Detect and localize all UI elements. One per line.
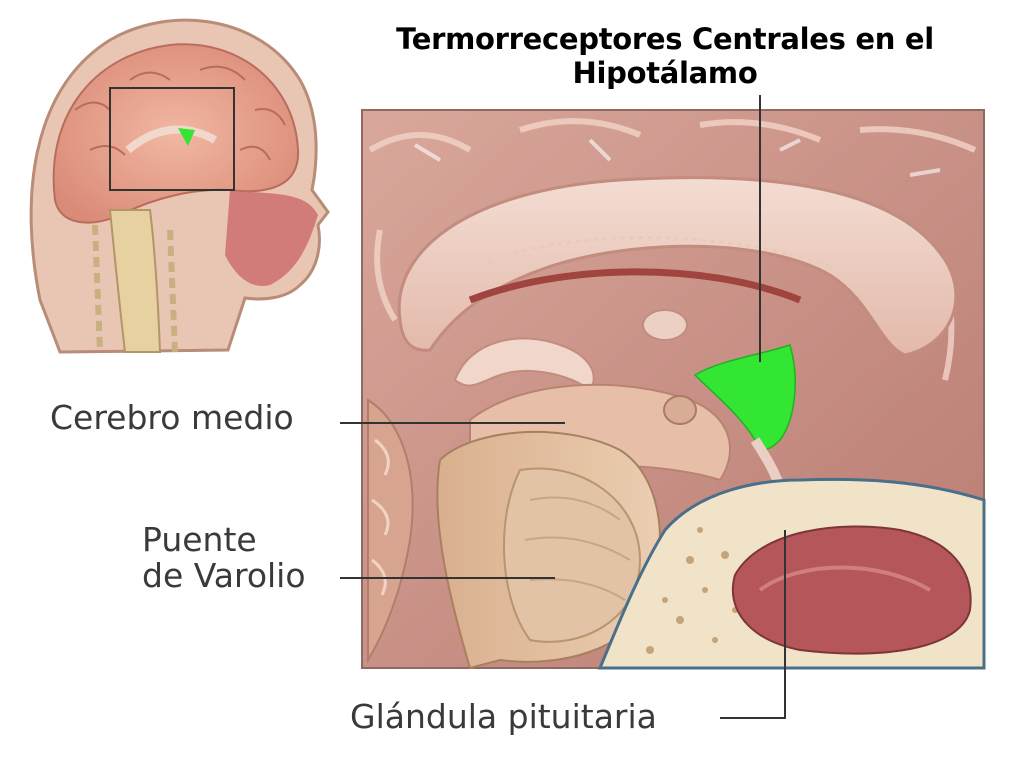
head-face bbox=[225, 190, 318, 286]
inset-highlight-box bbox=[109, 87, 235, 191]
label-cerebro-medio: Cerebro medio bbox=[50, 398, 294, 437]
title-line-2: Hipotálamo bbox=[572, 56, 758, 90]
title-line-1: Termorreceptores Centrales en el bbox=[396, 22, 934, 56]
head-spine bbox=[108, 209, 162, 353]
label-puente-line-1: Puente bbox=[142, 520, 257, 559]
label-glandula-pituitaria: Glándula pituitaria bbox=[350, 697, 657, 736]
page-title: Termorreceptores Centrales en el Hipotál… bbox=[360, 22, 970, 90]
leader-glandula bbox=[720, 530, 786, 719]
label-puente-line-2: de Varolio bbox=[142, 556, 306, 595]
label-puente-de-varolio: Puente de Varolio bbox=[142, 522, 306, 594]
sphenoid-sinus bbox=[731, 525, 972, 655]
head-inset bbox=[29, 18, 330, 354]
hypothalamus bbox=[693, 344, 796, 451]
main-panel bbox=[340, 95, 986, 719]
